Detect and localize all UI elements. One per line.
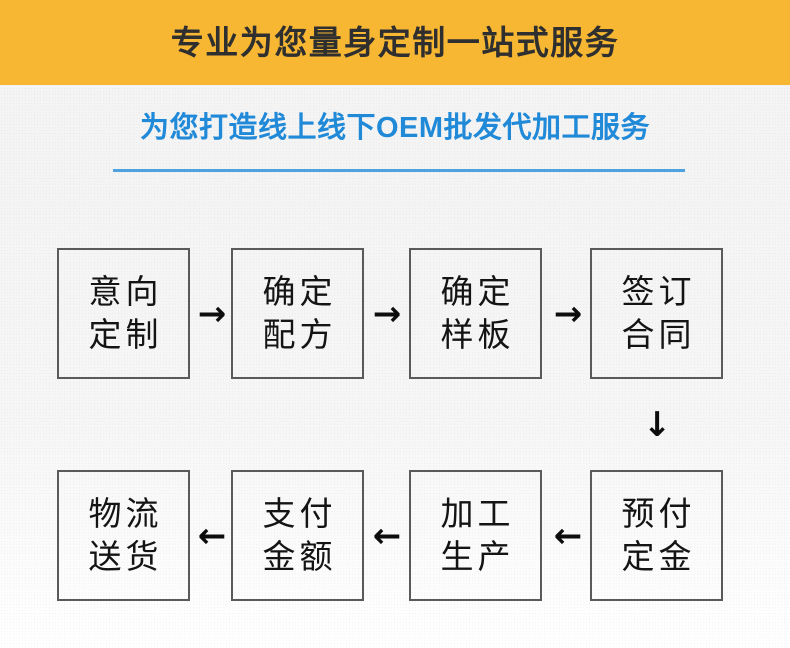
flow-node-intent-customization[interactable]: 意向 定制 — [57, 248, 190, 379]
arrow-left-icon: ← — [197, 516, 227, 556]
flow-node-label-line2: 配方 — [262, 315, 337, 353]
arrow-right-icon: → — [197, 294, 227, 334]
flow-node-advance-deposit[interactable]: 预付 定金 — [590, 470, 723, 601]
arrow-right-icon: → — [372, 294, 402, 334]
flow-node-confirm-formula[interactable]: 确定 配方 — [231, 248, 364, 379]
flow-node-label-line1: 确定 — [262, 273, 337, 311]
flow-node-sign-contract[interactable]: 签订 合同 — [590, 248, 723, 379]
flow-node-logistics-delivery[interactable]: 物流 送货 — [57, 470, 190, 601]
flow-node-label-line1: 物流 — [88, 495, 163, 533]
flow-node-pay-balance[interactable]: 支付 金额 — [231, 470, 364, 601]
flow-node-label-line1: 支付 — [262, 495, 337, 533]
flow-node-label-line1: 预付 — [621, 495, 696, 533]
flow-node-label-line2: 送货 — [88, 537, 163, 575]
arrow-left-icon: ← — [372, 516, 402, 556]
subtitle-divider — [113, 169, 685, 172]
flow-node-label-line2: 样板 — [440, 315, 515, 353]
flow-node-label-line2: 金额 — [262, 537, 337, 575]
flow-node-label-line1: 签订 — [621, 273, 696, 311]
subtitle-container: 为您打造线上线下OEM批发代加工服务 — [0, 112, 790, 144]
arrow-left-icon: ← — [553, 516, 583, 556]
flow-node-confirm-sample[interactable]: 确定 样板 — [409, 248, 542, 379]
flow-node-processing-production[interactable]: 加工 生产 — [409, 470, 542, 601]
flow-node-label-line2: 合同 — [621, 315, 696, 353]
subtitle-text: 为您打造线上线下OEM批发代加工服务 — [139, 112, 651, 144]
page-title: 专业为您量身定制一站式服务 — [170, 24, 620, 61]
flow-node-label-line1: 意向 — [88, 273, 163, 311]
arrow-right-icon: → — [553, 294, 583, 334]
flow-node-label-line2: 生产 — [440, 537, 515, 575]
flow-node-label-line2: 定制 — [88, 315, 163, 353]
arrow-down-icon: ↓ — [642, 405, 672, 445]
flow-node-label-line1: 加工 — [440, 495, 515, 533]
flow-node-label-line1: 确定 — [440, 273, 515, 311]
header-banner: 专业为您量身定制一站式服务 — [0, 0, 790, 85]
flow-node-label-line2: 定金 — [621, 537, 696, 575]
